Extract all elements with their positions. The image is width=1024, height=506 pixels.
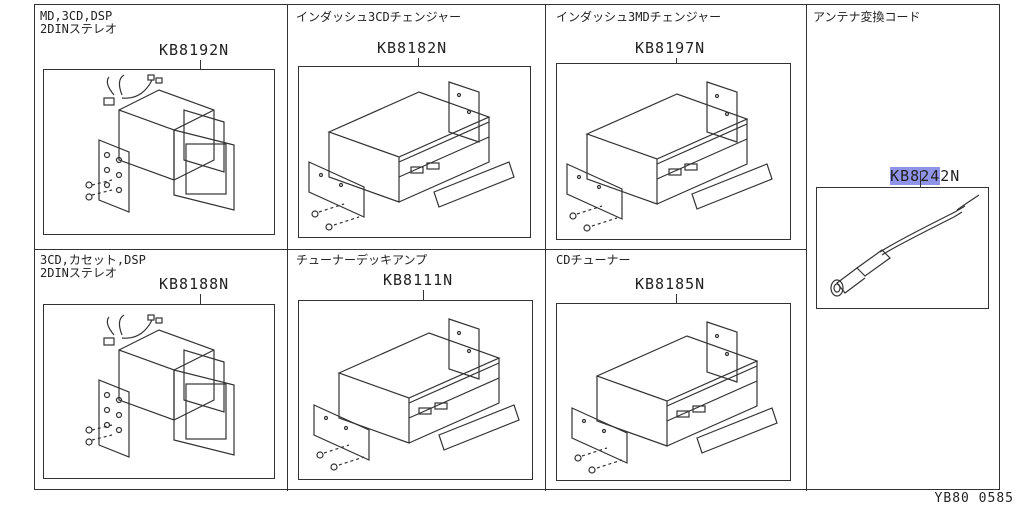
grid-divider (35, 249, 806, 250)
part-image-frame (298, 300, 533, 480)
head-unit-2din-icon (85, 74, 235, 213)
cell-label: 2DINステレオ (40, 22, 117, 36)
part-image-frame (43, 69, 275, 235)
part-number: KB8182N (377, 39, 448, 57)
leader-line (676, 294, 677, 303)
cd-changer-icon (571, 321, 778, 474)
part-number: KB8185N (635, 275, 706, 293)
diagram-reference-code: YB80 0585 (934, 491, 1014, 506)
cell-label: インダッシュ3MDチェンジャー (556, 10, 722, 24)
cell-kb8242n: アンテナ変換コード KB8242N (806, 5, 999, 489)
leader-line (200, 60, 201, 69)
antenna-adapter-cable-icon (830, 194, 980, 297)
leader-line (920, 171, 921, 187)
cell-label: アンテナ変換コード (813, 10, 921, 24)
leader-line (418, 58, 419, 67)
cell-label: 2DINステレオ (40, 266, 117, 280)
cell-label: CDチューナー (556, 253, 631, 267)
cell-label: インダッシュ3CDチェンジャー (296, 10, 462, 24)
leader-line (423, 290, 424, 300)
cell-kb8197n: インダッシュ3MDチェンジャー KB8197N (546, 5, 804, 248)
cell-label: MD,3CD,DSP (40, 9, 113, 23)
leader-line (676, 58, 677, 67)
part-image-frame (556, 303, 791, 481)
cell-label: チューナーデッキアンプ (296, 253, 428, 267)
cell-kb8182n: インダッシュ3CDチェンジャー KB8182N (288, 5, 545, 248)
part-number: KB8192N (159, 41, 230, 59)
cell-kb8111n: チューナーデッキアンプ KB8111N (288, 249, 545, 489)
part-number-highlight[interactable]: KB824 (890, 167, 941, 185)
grid-divider (545, 5, 546, 491)
cell-kb8192n: MD,3CD,DSP 2DINステレオ KB8192N (35, 5, 286, 248)
cd-changer-icon (566, 81, 773, 232)
part-image-frame (298, 66, 531, 238)
part-number-rest: 2N (940, 167, 961, 185)
leader-line (200, 294, 201, 304)
part-number: KB8188N (159, 275, 230, 293)
cd-changer-icon (313, 318, 520, 471)
cell-label: 3CD,カセット,DSP (40, 253, 146, 267)
part-number: KB8242N (850, 149, 960, 203)
part-image-frame (556, 63, 791, 240)
grid-divider (806, 5, 807, 491)
parts-catalog-frame (34, 4, 1000, 491)
part-image-frame (816, 187, 989, 309)
cd-changer-icon (308, 81, 515, 231)
head-unit-2din-icon (85, 314, 235, 458)
cell-kb8188n: 3CD,カセット,DSP 2DINステレオ KB8188N (35, 249, 286, 489)
grid-divider (287, 5, 288, 491)
cell-kb8185n: CDチューナー KB8185N (546, 249, 804, 489)
part-image-frame (43, 304, 275, 479)
part-number: KB8111N (383, 271, 454, 289)
part-number: KB8197N (635, 39, 706, 57)
